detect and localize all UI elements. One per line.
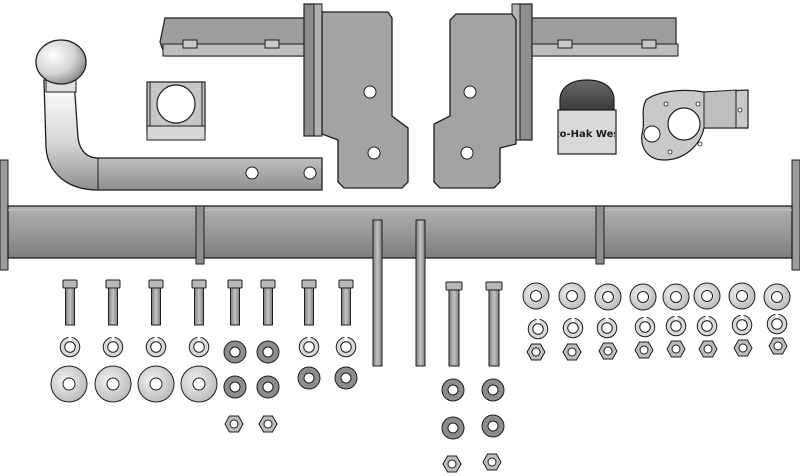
clamp-plate	[146, 81, 206, 141]
ball-cover-cap: Auto-Hak Westfalia Steinhof Brink Mosqui…	[540, 79, 800, 155]
long-bolts	[445, 281, 503, 367]
hex-nuts-grid	[526, 337, 788, 361]
main-cross-bar	[0, 159, 800, 271]
left-mounting-bracket	[159, 3, 409, 189]
electrical-socket-plate	[641, 89, 749, 161]
lock-washers-left	[63, 336, 354, 355]
large-flat-washers	[50, 365, 218, 403]
threaded-rods	[372, 219, 426, 367]
flat-washers-grid	[522, 282, 791, 311]
ball-cover-print: Auto-Hak Westfalia Steinhof Brink Mosqui…	[540, 129, 800, 140]
lock-washers-grid	[531, 313, 785, 337]
tow-ball-neck	[35, 39, 323, 191]
right-mounting-bracket	[433, 3, 679, 189]
short-bolts	[62, 279, 354, 326]
